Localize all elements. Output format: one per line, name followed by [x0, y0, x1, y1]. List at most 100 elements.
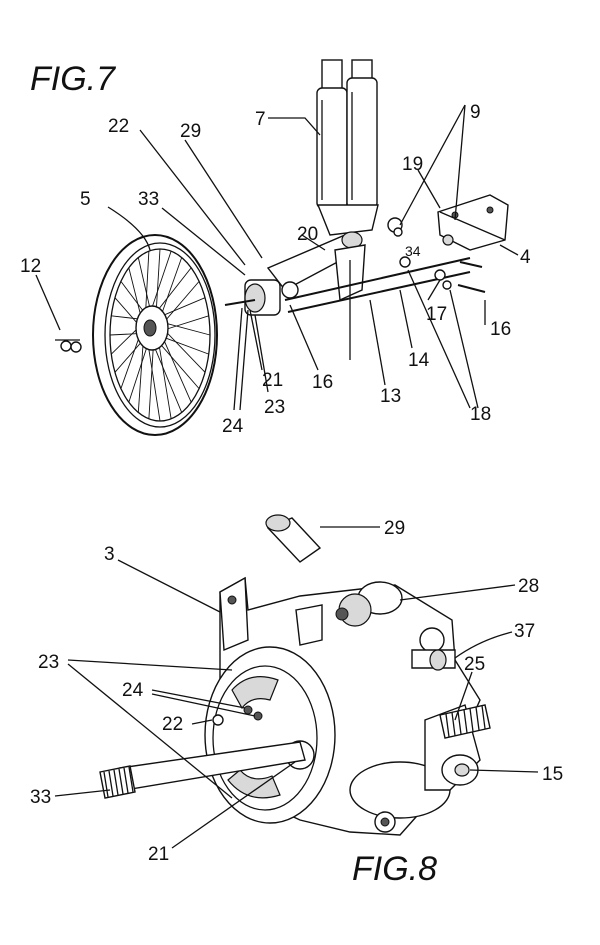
- washer-9: [442, 234, 454, 246]
- drum-inner: [212, 665, 318, 811]
- leader-7: [268, 117, 321, 136]
- wheel-tire-outer: [92, 234, 218, 436]
- wheel-spoke: [150, 251, 172, 313]
- brake-drum: [244, 283, 266, 313]
- leader-17: [427, 279, 441, 301]
- fig7-label-13: 13: [380, 386, 401, 407]
- leader-14: [399, 289, 413, 349]
- washer-18: [442, 280, 452, 290]
- leader-18b: [449, 289, 479, 409]
- leader-33: [54, 789, 111, 797]
- figure-8: FIG.8: [30, 514, 563, 888]
- fork-crown: [316, 204, 379, 236]
- fork-upper-left: [321, 59, 343, 91]
- leader-5: [107, 206, 151, 251]
- fig8-label-25: 25: [464, 654, 485, 675]
- axle-33: [224, 299, 256, 306]
- housing-lug: [219, 576, 249, 652]
- fig8-reference-numerals: 29 3 28 37 23 25 24 22 15 33 21: [30, 518, 563, 865]
- spring-coil: [457, 711, 462, 735]
- fig7-label-18: 18: [470, 404, 491, 425]
- axle-thread-lines: [103, 766, 134, 798]
- bracket-edge: [439, 211, 506, 241]
- fig7-label-16b: 16: [490, 319, 511, 340]
- shaft-end: [429, 649, 447, 671]
- wheel-spoke: [163, 281, 200, 324]
- wheel-spoke: [148, 343, 154, 419]
- fig8-label-33: 33: [30, 787, 51, 808]
- leader-19: [417, 169, 441, 209]
- fig8-title: FIG.8: [352, 850, 437, 888]
- thread-line: [128, 766, 134, 793]
- thread-line: [113, 769, 119, 796]
- fig8-leaders: [54, 526, 539, 849]
- thread-line: [118, 768, 124, 795]
- fig8-yoke: [349, 704, 491, 833]
- leader-24b: [239, 309, 249, 411]
- leader-15: [469, 769, 539, 773]
- fig7-swingarm: [266, 231, 471, 360]
- fig8-label-24: 24: [122, 680, 144, 701]
- bolt-upper: [459, 261, 483, 268]
- wheel-spoke: [161, 336, 192, 403]
- wheel-spoke: [155, 267, 192, 314]
- fig7-label-4: 4: [520, 247, 531, 268]
- fig7-part-12-fasteners: [55, 339, 82, 353]
- spring-coil: [445, 713, 450, 738]
- lug-hole: [227, 595, 237, 605]
- fig7-label-22: 22: [108, 116, 129, 137]
- fig7-reference-numerals: 5 7 9 19 22 29 33 12 20 4 34 21 16 14 17…: [20, 102, 531, 437]
- leader-33: [161, 207, 246, 276]
- hub-bolt: [281, 281, 299, 299]
- wheel-spoke: [160, 297, 206, 317]
- leader-12: [35, 274, 61, 331]
- fig7-label-12: 12: [20, 256, 41, 277]
- fig7-label-16a: 16: [312, 372, 333, 393]
- leader-9b: [454, 104, 466, 221]
- wheel-spoke: [145, 251, 150, 315]
- fig7-label-5: 5: [80, 189, 91, 210]
- fig7-label-24: 24: [222, 416, 244, 437]
- fig8-label-23: 23: [38, 652, 59, 673]
- fig7-leaders: [35, 104, 519, 411]
- brake-shoe-lower: [227, 769, 281, 799]
- spring-24b: [253, 711, 263, 721]
- fig7-label-23: 23: [264, 397, 285, 418]
- fig7-label-33: 33: [138, 189, 159, 210]
- wheel-spoke: [147, 342, 161, 422]
- fig7-title: FIG.7: [30, 60, 116, 98]
- thread-line: [108, 770, 114, 797]
- fig8-cylinder-28: [335, 581, 403, 627]
- fig8-label-21: 21: [148, 844, 169, 865]
- wheel-spoke: [158, 341, 172, 419]
- wheel-spoke: [155, 248, 161, 313]
- figure-7: FIG.7: [20, 59, 531, 437]
- leader-24a: [151, 689, 246, 709]
- bushing-19b: [393, 227, 403, 237]
- wheel-spoke: [161, 336, 209, 355]
- leader-23b: [67, 663, 233, 799]
- fig8-label-29: 29: [384, 518, 405, 539]
- leader-4: [499, 244, 519, 256]
- spring-coil: [463, 709, 468, 733]
- housing-rib: [295, 604, 323, 646]
- wheel-spoke: [110, 325, 141, 355]
- wheel-rim: [104, 242, 216, 428]
- fig7-label-29: 29: [180, 121, 201, 142]
- leader-29: [184, 139, 263, 259]
- leader-22: [139, 129, 246, 266]
- wheel-spoke: [137, 257, 152, 313]
- wheel-spoke: [163, 322, 211, 336]
- fig8-label-15: 15: [542, 764, 563, 785]
- fig7-label-9: 9: [470, 102, 481, 123]
- fig8-label-3: 3: [104, 544, 115, 565]
- leader-24a: [233, 307, 243, 411]
- fig8-brake-drum: [204, 646, 336, 824]
- wheel-spoke: [163, 315, 209, 331]
- leader-13: [369, 299, 386, 386]
- washer-a: [60, 340, 72, 352]
- fig8-pin-29: [265, 514, 322, 563]
- cylinder-bore: [335, 607, 349, 621]
- wheel-spoke: [128, 343, 149, 403]
- housing-boss: [419, 627, 445, 653]
